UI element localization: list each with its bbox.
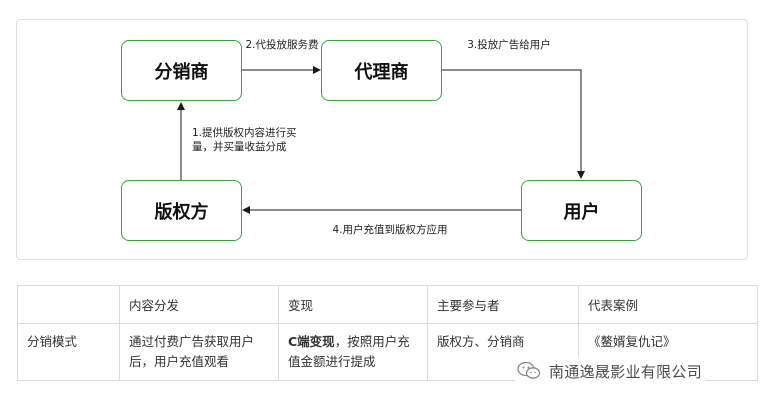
watermark: 南通逸晟影业有限公司 — [515, 357, 707, 385]
edge-label-user-recharge: 4.用户充值到版权方应用 — [332, 224, 448, 236]
comparison-table-container: 内容分发 变现 主要参与者 代表案例 分销模式 通过付费广告获取用户后，用户充值… — [17, 285, 758, 381]
edge-label-copyright-content: 1.提供版权内容进行买量，并买量收益分成 — [192, 127, 297, 153]
edge-agent-to-user — [442, 69, 585, 179]
table-cell-content-distribution: 通过付费广告获取用户后，用户充值观看 — [119, 323, 279, 381]
node-agent: 代理商 — [321, 40, 442, 101]
node-user: 用户 — [521, 180, 642, 241]
wechat-icon — [517, 361, 541, 379]
table-header-cell — [17, 285, 120, 324]
table-header-cell: 主要参与者 — [427, 285, 579, 324]
table-header-cell: 内容分发 — [119, 285, 279, 324]
monetization-detail: ，按照用户充值金额进行提成 — [288, 334, 410, 369]
table-cell-model: 分销模式 — [17, 323, 120, 381]
comparison-table: 内容分发 变现 主要参与者 代表案例 分销模式 通过付费广告获取用户后，用户充值… — [17, 285, 758, 381]
node-distributor: 分销商 — [121, 40, 242, 101]
table-header-cell: 变现 — [278, 285, 428, 324]
table-row: 分销模式 通过付费广告获取用户后，用户充值观看 C端变现，按照用户充值金额进行提… — [17, 323, 758, 381]
monetization-highlight: C端变现 — [288, 334, 335, 349]
edge-label-service-fee: 2.代投放服务费 — [245, 39, 319, 51]
node-copyright-owner: 版权方 — [121, 180, 242, 241]
watermark-text: 南通逸晟影业有限公司 — [549, 362, 703, 381]
table-header-row: 内容分发 变现 主要参与者 代表案例 — [17, 285, 758, 324]
edge-label-ad-placement: 3.投放广告给用户 — [467, 39, 551, 51]
table-cell-monetization: C端变现，按照用户充值金额进行提成 — [278, 323, 428, 381]
table-header-cell: 代表案例 — [578, 285, 758, 324]
